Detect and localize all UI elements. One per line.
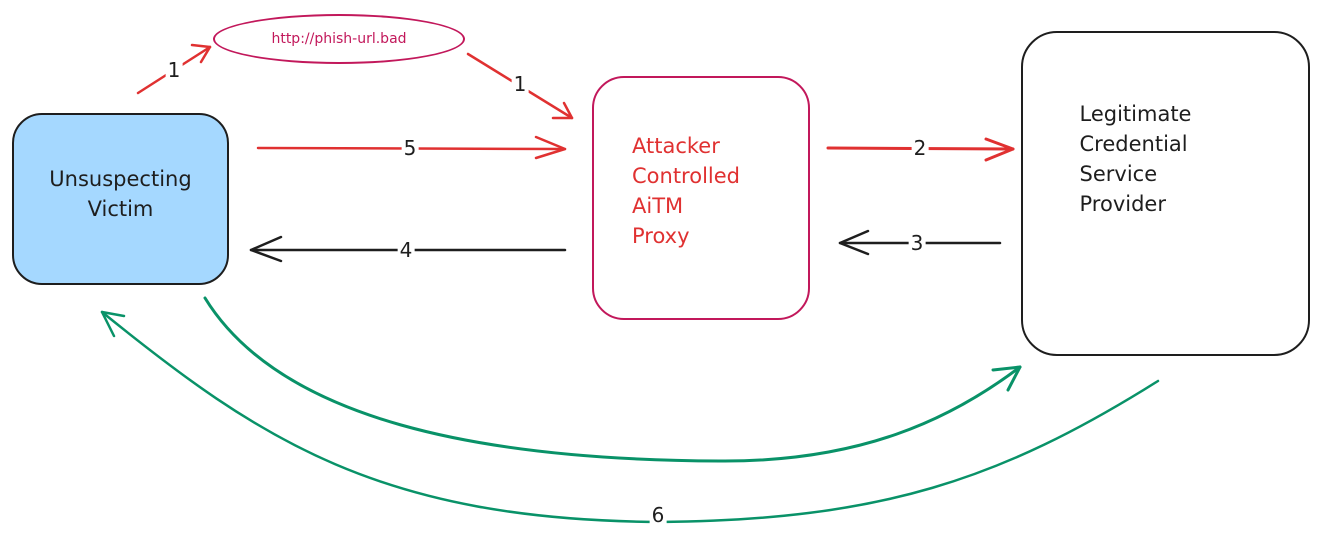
edge-label-4: 4 bbox=[397, 238, 415, 262]
edge-label-6: 6 bbox=[649, 503, 667, 527]
phish-url-label: http://phish-url.bad bbox=[271, 31, 407, 47]
arrowhead-icon bbox=[838, 229, 870, 256]
edge-label-1b: 1 bbox=[511, 72, 529, 96]
edge-label-2: 2 bbox=[911, 136, 929, 160]
arrowhead-icon bbox=[534, 135, 567, 160]
arrowhead-icon bbox=[249, 235, 283, 263]
edge-label-5: 5 bbox=[401, 136, 419, 160]
edge-label-1a: 1 bbox=[165, 58, 183, 82]
edge-6-victim-to-provider bbox=[203, 296, 1022, 463]
proxy-label: Attacker Controlled AiTM Proxy bbox=[632, 133, 740, 248]
arrowhead-icon bbox=[551, 101, 574, 120]
arrowhead-icon bbox=[190, 43, 212, 64]
phish-url-node: http://phish-url.bad bbox=[213, 14, 465, 64]
arrowhead-icon bbox=[984, 137, 1015, 162]
aitm-proxy-node: Attacker Controlled AiTM Proxy bbox=[592, 76, 810, 320]
arrowhead-icon bbox=[100, 310, 126, 338]
credential-provider-node: Legitimate Credential Service Provider bbox=[1021, 31, 1310, 356]
arrowhead-icon bbox=[991, 365, 1022, 392]
edge-6-provider-to-victim bbox=[100, 310, 1160, 524]
edge-label-3: 3 bbox=[908, 231, 926, 255]
provider-label: Legitimate Credential Service Provider bbox=[1079, 101, 1192, 216]
victim-label: Unsuspecting Victim bbox=[49, 167, 192, 221]
victim-node: Unsuspecting Victim bbox=[12, 113, 229, 285]
